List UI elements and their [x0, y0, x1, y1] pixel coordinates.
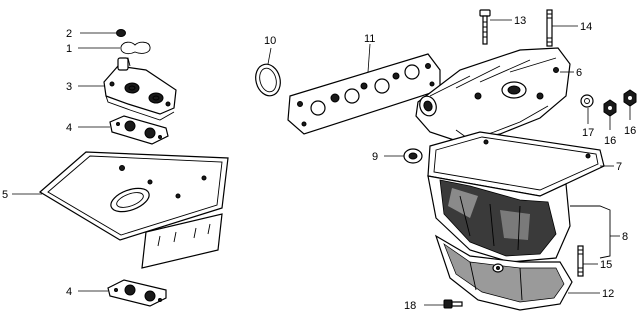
part-16-nut-b — [623, 89, 637, 107]
part-4-gasket-lower — [107, 279, 167, 307]
part-15-stud — [577, 245, 584, 277]
callout-16-b: 16 — [624, 125, 636, 137]
callout-5: 5 — [2, 189, 8, 201]
part-1-o-ring — [120, 41, 151, 55]
callout-13: 13 — [514, 15, 526, 27]
callout-14: 14 — [580, 21, 592, 33]
callout-1: 1 — [66, 43, 72, 55]
part-6-exhaust-manifold — [415, 47, 571, 143]
part-11-manifold-gasket — [287, 53, 441, 135]
part-3-insulator — [103, 57, 177, 121]
part-9-seal-ring — [403, 148, 423, 164]
callout-15: 15 — [600, 259, 612, 271]
part-4-gasket-upper — [109, 115, 169, 145]
part-12-under-cover — [434, 234, 573, 311]
part-14-stud — [546, 9, 553, 47]
callout-18: 18 — [404, 300, 416, 312]
callout-2: 2 — [66, 28, 72, 40]
callout-3: 3 — [66, 81, 72, 93]
callout-16-a: 16 — [604, 135, 616, 147]
callout-4-upper: 4 — [66, 122, 72, 134]
callout-17: 17 — [582, 127, 594, 139]
part-5-heat-plate — [38, 151, 229, 269]
callout-7: 7 — [616, 161, 622, 173]
callout-10: 10 — [264, 35, 276, 47]
part-16-nut-a — [603, 99, 617, 117]
callout-11: 11 — [364, 33, 375, 45]
part-13-bolt — [479, 9, 491, 45]
part-2-plug — [116, 29, 126, 37]
part-8-lower-shield — [427, 175, 611, 263]
callout-8: 8 — [622, 231, 628, 243]
callout-4-lower: 4 — [66, 286, 72, 298]
callout-9: 9 — [372, 151, 378, 163]
callout-6: 6 — [576, 67, 582, 79]
callout-12: 12 — [602, 288, 614, 300]
part-10-ring-seal — [255, 63, 281, 97]
part-17-washer — [580, 94, 594, 108]
part-18-bolt — [443, 299, 463, 309]
